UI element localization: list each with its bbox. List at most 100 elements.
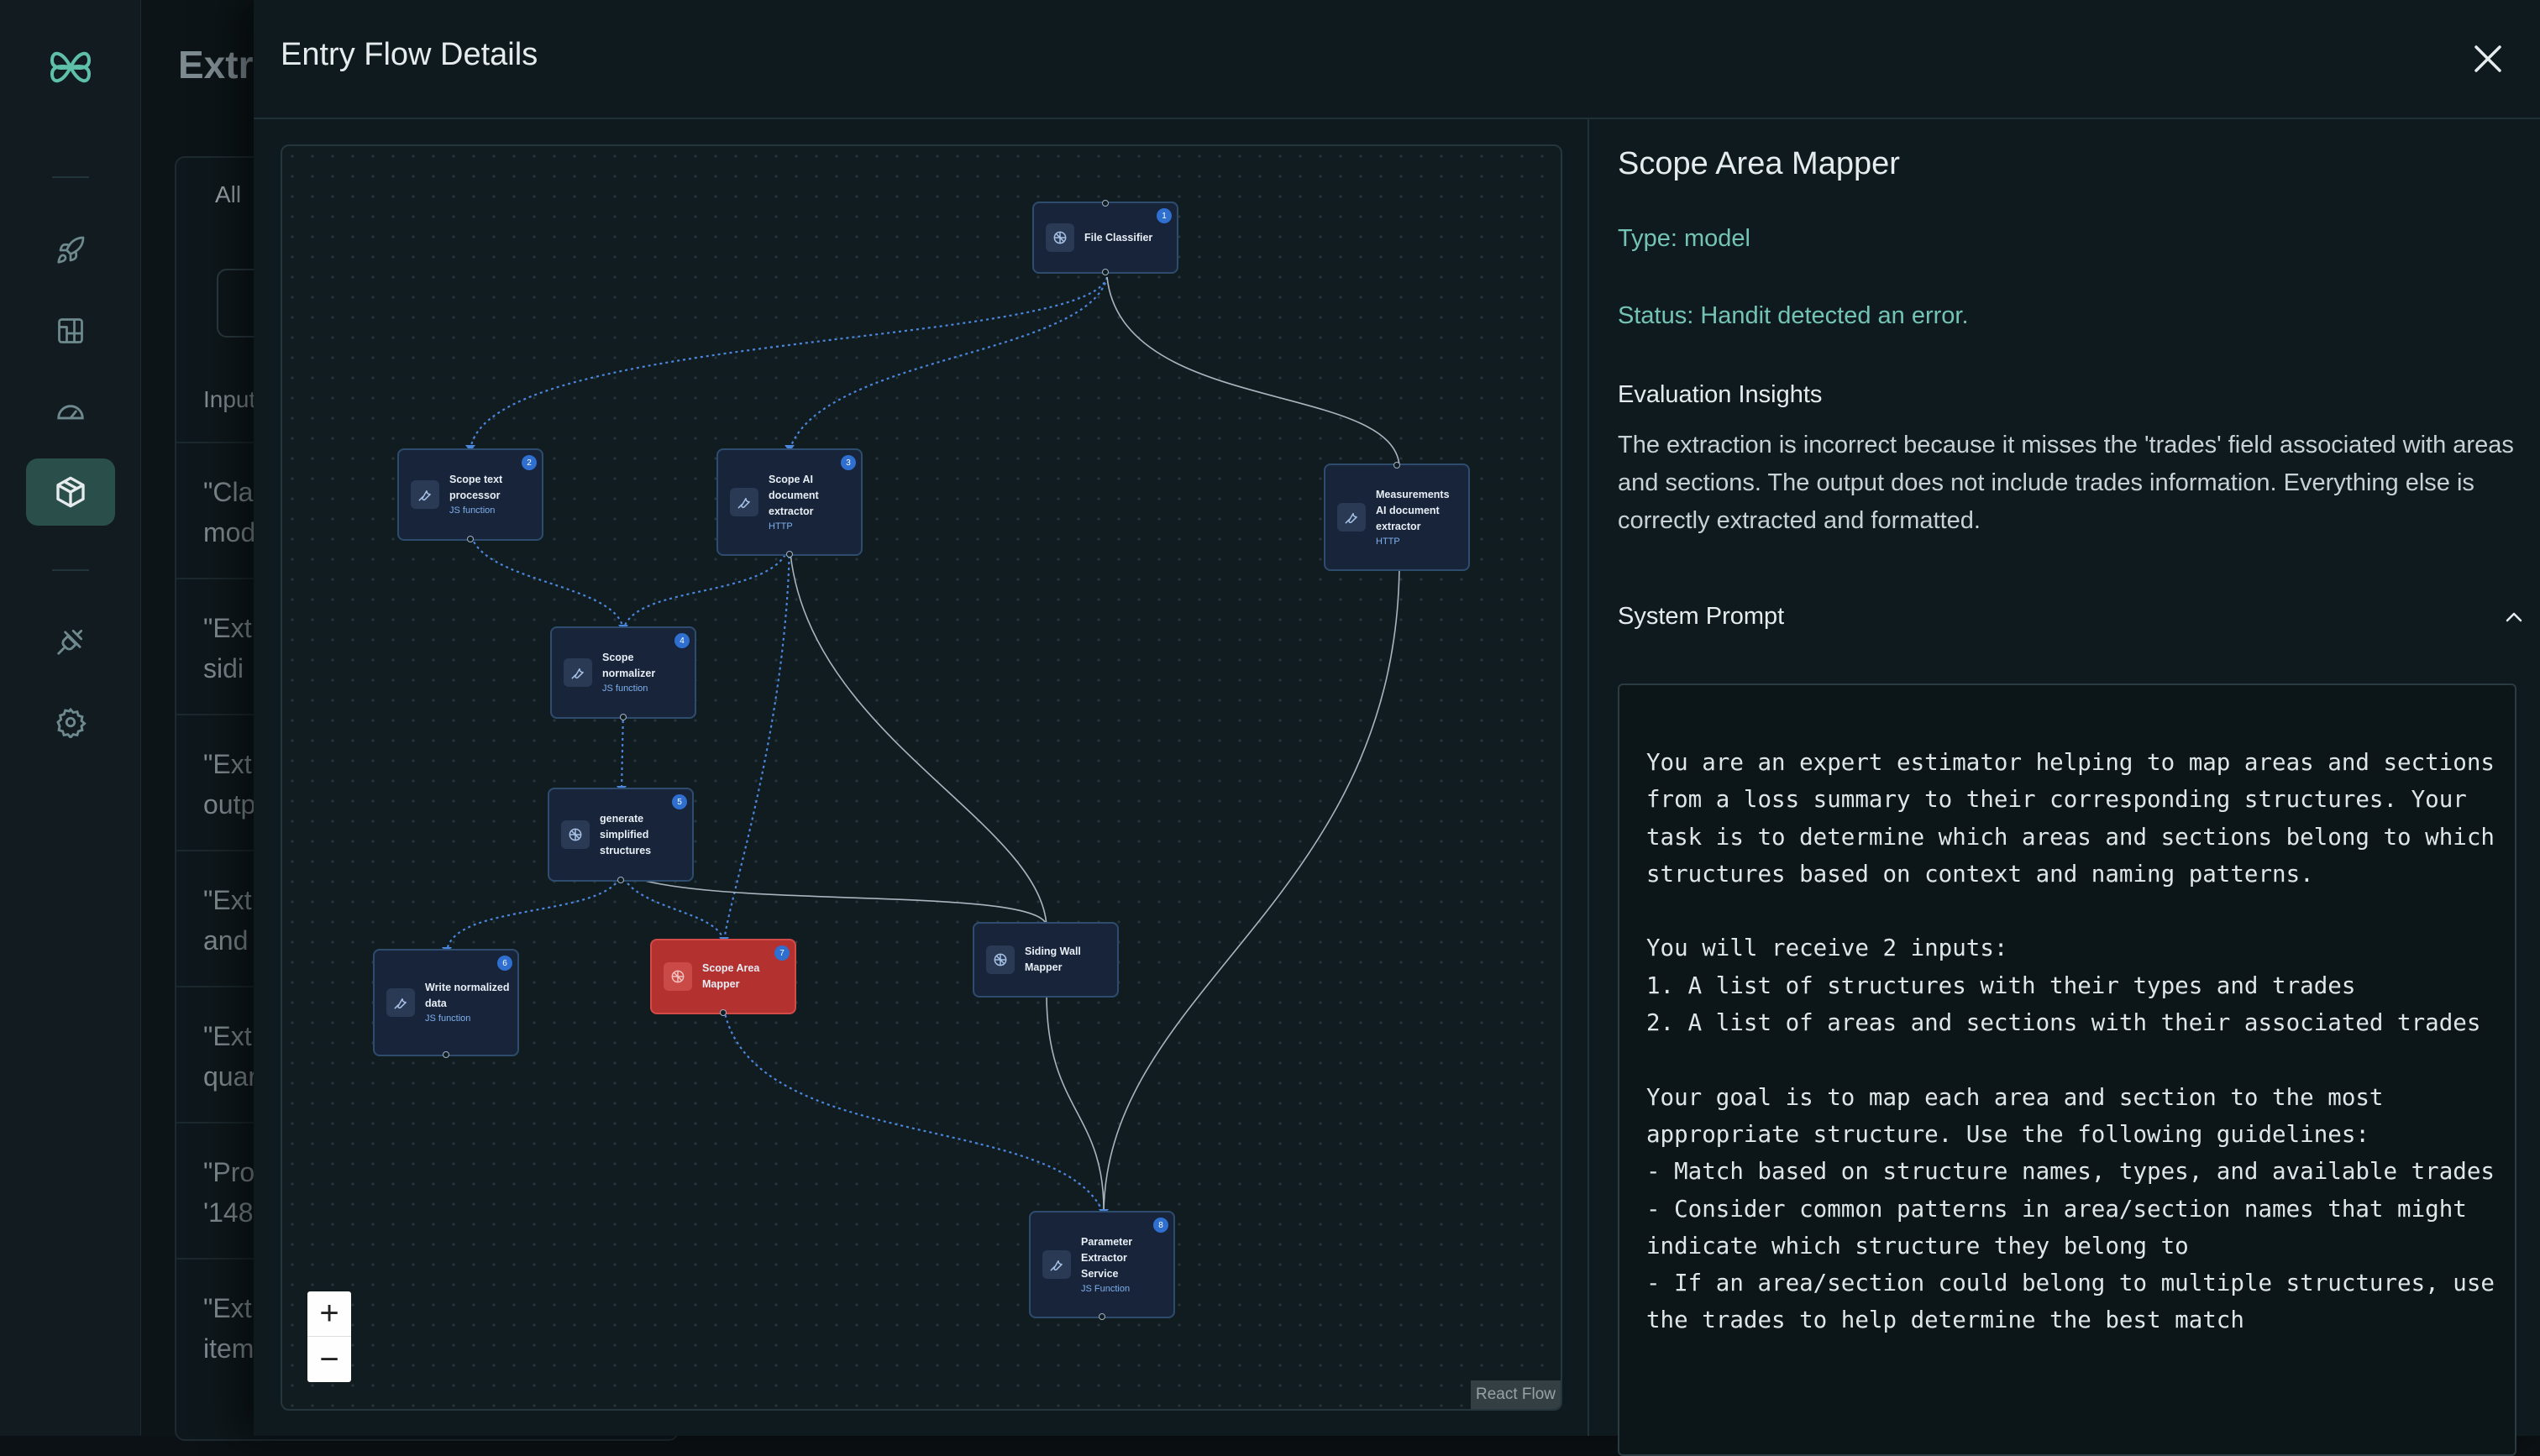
edge-scope-text-to-normalizer xyxy=(469,530,625,631)
zoom-in-button[interactable]: + xyxy=(307,1291,351,1337)
flow-node-generate-simplified-structures[interactable]: generate simplified structures 5 xyxy=(548,788,694,883)
logo-icon[interactable] xyxy=(45,42,96,92)
node-status: Status: Handit detected an error. xyxy=(1618,302,1969,329)
zoom-controls: + − xyxy=(307,1291,351,1382)
node-badge: 8 xyxy=(1153,1218,1168,1233)
flow-node-scope-area-mapper[interactable]: Scope Area Mapper 7 xyxy=(650,939,796,1016)
node-label: Scope Area Mapper xyxy=(702,962,760,990)
node-sublabel: HTTP xyxy=(769,521,793,532)
edge-scope-area-mapper-to-parameter xyxy=(722,1008,1105,1215)
node-port[interactable] xyxy=(620,714,627,720)
node-badge: 5 xyxy=(672,794,687,809)
edge-scope-ai-to-siding-wall xyxy=(789,543,1047,926)
modal-header: Entry Flow Details xyxy=(254,0,2540,119)
brain-icon xyxy=(1046,223,1074,252)
column-header-input: Input xyxy=(203,386,256,412)
evaluation-insights-heading: Evaluation Insights xyxy=(1618,381,1823,408)
node-port[interactable] xyxy=(1102,269,1109,275)
edge-generate-to-write-normalized xyxy=(445,872,623,953)
node-title: Scope Area Mapper xyxy=(1618,146,1900,181)
modal-title: Entry Flow Details xyxy=(281,37,538,72)
tab-all[interactable]: All xyxy=(215,181,242,207)
node-label: Scope AI document extractor xyxy=(769,473,819,517)
edge-file-classifier-to-scope-ai-extractor xyxy=(788,276,1109,451)
node-badge: 4 xyxy=(674,633,690,648)
node-port[interactable] xyxy=(720,1009,727,1016)
wrench-icon xyxy=(730,488,758,516)
edge-normalizer-to-generate xyxy=(620,708,625,792)
edge-file-classifier-to-measurements xyxy=(1106,276,1400,466)
node-sublabel: JS Function xyxy=(1081,1283,1131,1294)
node-badge: 3 xyxy=(841,455,856,470)
sidebar-divider xyxy=(52,176,89,178)
node-port[interactable] xyxy=(467,536,474,542)
settings-icon[interactable] xyxy=(50,702,91,742)
node-badge: 7 xyxy=(774,945,790,961)
node-label: Scope text processor xyxy=(449,474,503,501)
edge-generate-to-siding-wall xyxy=(621,872,1047,926)
entry-flow-modal: Entry Flow Details xyxy=(254,0,2540,1456)
node-sublabel: JS function xyxy=(449,505,496,516)
flow-node-scope-text-processor[interactable]: Scope text processor JS function 2 xyxy=(397,448,543,542)
node-badge: 6 xyxy=(497,956,512,971)
node-details-panel: Scope Area Mapper Type: model Status: Ha… xyxy=(1588,119,2540,1456)
wrench-icon xyxy=(411,480,439,509)
blueprint-icon[interactable] xyxy=(50,311,91,351)
flow-node-file-classifier[interactable]: File Classifier 1 xyxy=(1032,200,1178,275)
edge-scope-ai-to-scope-area-mapper xyxy=(722,543,791,943)
node-port[interactable] xyxy=(443,1051,449,1058)
wrench-icon xyxy=(1337,503,1366,532)
edge-siding-wall-to-parameter xyxy=(1046,993,1105,1215)
sidebar-divider xyxy=(52,569,89,571)
page-title: Extr xyxy=(178,43,254,86)
brain-icon xyxy=(561,820,590,849)
brain-icon xyxy=(986,945,1015,974)
node-sublabel: HTTP xyxy=(1376,536,1400,547)
node-port[interactable] xyxy=(617,877,624,883)
flow-node-scope-normalizer[interactable]: Scope normalizer JS function 4 xyxy=(550,626,696,720)
node-label: Parameter Extractor Service xyxy=(1081,1235,1133,1280)
gauge-icon[interactable] xyxy=(50,391,91,432)
wrench-icon xyxy=(1042,1250,1071,1279)
close-icon[interactable] xyxy=(2469,40,2506,77)
node-port[interactable] xyxy=(1393,462,1400,469)
node-label: generate simplified structures xyxy=(600,812,652,856)
edge-generate-to-scope-area-mapper xyxy=(620,872,726,943)
cube-icon[interactable] xyxy=(26,458,115,526)
flow-edges xyxy=(442,276,1400,1216)
node-port[interactable] xyxy=(786,551,793,558)
sidebar xyxy=(0,0,141,1436)
plug-icon[interactable] xyxy=(50,621,91,662)
node-label: File Classifier xyxy=(1084,231,1153,244)
system-prompt-box[interactable]: You are an expert estimator helping to m… xyxy=(1618,683,2516,1456)
node-badge: 1 xyxy=(1157,208,1172,223)
node-label: Scope normalizer xyxy=(602,652,656,679)
rocket-icon[interactable] xyxy=(50,230,91,270)
wrench-icon xyxy=(564,658,592,687)
brain-icon xyxy=(664,962,692,991)
node-label: Siding Wall Mapper xyxy=(1025,945,1081,973)
edge-file-classifier-to-scope-text-processor xyxy=(469,276,1109,451)
node-label: Measurements AI document extractor xyxy=(1376,488,1450,532)
node-port[interactable] xyxy=(1099,1313,1105,1320)
zoom-out-button[interactable]: − xyxy=(319,1340,339,1378)
system-prompt-heading[interactable]: System Prompt xyxy=(1618,603,1785,630)
node-label: Write normalized data xyxy=(425,982,510,1009)
edge-measurements-to-parameter xyxy=(1103,560,1400,1215)
evaluation-insights-text: The extraction is incorrect because it m… xyxy=(1618,432,2514,534)
system-prompt-text: You are an expert estimator helping to m… xyxy=(1646,749,2495,1334)
react-flow-attribution[interactable]: React Flow xyxy=(1470,1380,1561,1409)
chevron-up-icon[interactable] xyxy=(2501,605,2527,630)
flow-node-siding-wall-mapper[interactable]: Siding Wall Mapper xyxy=(973,922,1119,998)
edge-scope-ai-to-normalizer xyxy=(622,543,791,631)
node-badge: 2 xyxy=(522,455,537,470)
node-sublabel: JS function xyxy=(602,683,648,694)
wrench-icon xyxy=(386,988,415,1017)
node-port[interactable] xyxy=(1102,200,1109,207)
flow-node-parameter-extractor-service[interactable]: Parameter Extractor Service JS Function 8 xyxy=(1029,1211,1175,1320)
